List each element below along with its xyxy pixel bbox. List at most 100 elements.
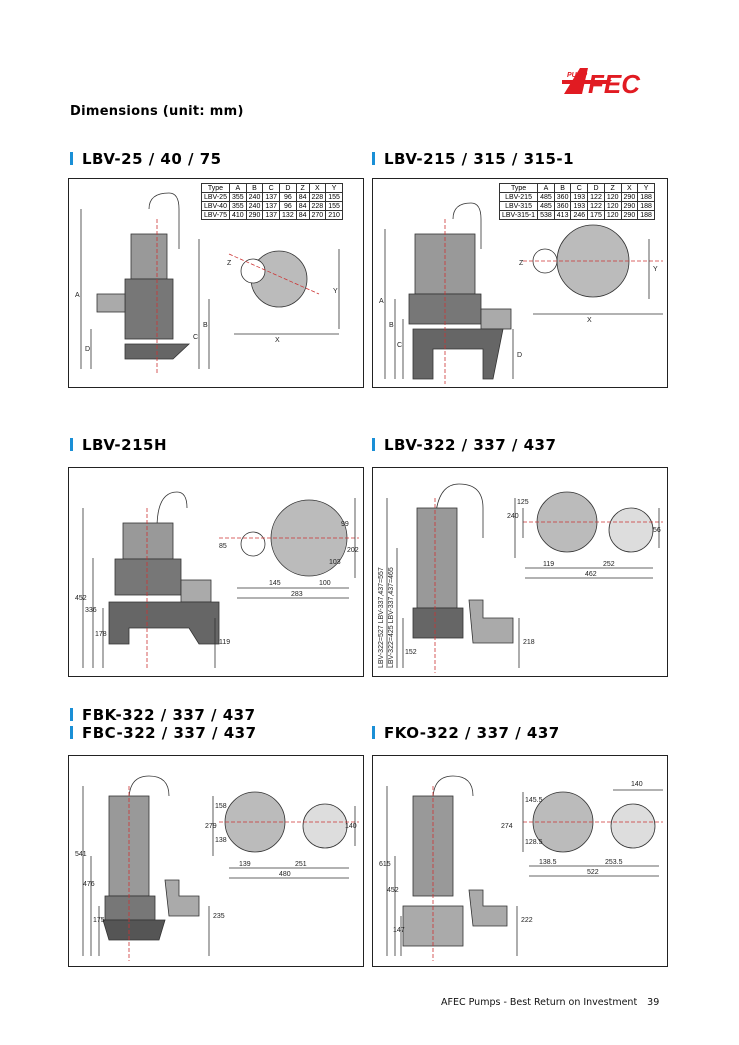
label-274: 274 (501, 823, 513, 830)
cell: 122 (587, 201, 605, 211)
label-z: Z (227, 260, 232, 267)
pump-drawing-fbk-fbc: 541 476 175 235 279 158 138 139 251 480 … (75, 775, 359, 961)
label-56: 56 (653, 527, 661, 534)
label-z: Z (519, 260, 524, 267)
label-139: 139 (239, 861, 251, 868)
col-a: A (537, 183, 555, 193)
cell: 175 (587, 210, 605, 220)
page-number: 39 (647, 997, 660, 1008)
cell: 290 (620, 192, 639, 202)
col-c: C (262, 183, 281, 193)
cell: 290 (620, 201, 639, 211)
cell: 410 (228, 210, 247, 220)
label-202: 202 (347, 547, 359, 554)
col-type: Type (498, 183, 539, 193)
section-title-text: LBV-25 / 40 / 75 (82, 150, 222, 168)
label-b: B (389, 322, 394, 329)
cell: 137 (262, 201, 281, 211)
col-a: A (228, 183, 247, 193)
title-bar (70, 708, 73, 721)
cell: LBV-215 (498, 192, 539, 202)
cell: 240 (245, 201, 264, 211)
cell: 188 (637, 210, 655, 220)
svg-text:PUMP: PUMP (567, 72, 588, 79)
cell: 155 (325, 201, 343, 211)
cell: 485 (537, 201, 555, 211)
cell: 120 (603, 192, 622, 202)
cell: 188 (637, 201, 655, 211)
cell: 485 (537, 192, 555, 202)
section-title-text: FBK-322 / 337 / 437 (82, 706, 256, 724)
cell: 96 (279, 201, 297, 211)
label-lbv-height-total: LBV-322=527 LBV-337,437=557 (378, 567, 385, 668)
pump-drawing-lbv-215: A B C D Z X Y (379, 202, 663, 384)
label-152: 152 (405, 649, 417, 656)
cell: 188 (637, 192, 655, 202)
label-252: 252 (603, 561, 615, 568)
section-title-lbv-215: LBV-215 / 315 / 315-1 (372, 150, 574, 168)
cell: 84 (295, 192, 310, 202)
cell: 290 (245, 210, 264, 220)
drawing-panel-fko: 615 452 147 222 274 145.5 128.5 138.5 25… (372, 755, 668, 967)
section-title-lbv-322: LBV-322 / 337 / 437 (372, 436, 556, 454)
label-138-5: 138.5 (539, 859, 557, 866)
label-336: 336 (85, 607, 97, 614)
label-138: 138 (215, 837, 227, 844)
cell: 538 (537, 210, 555, 220)
label-541: 541 (75, 851, 87, 858)
title-bar (70, 438, 73, 451)
label-158: 158 (215, 803, 227, 810)
label-235: 235 (213, 913, 225, 920)
label-119: 119 (543, 561, 554, 568)
col-y: Y (325, 183, 343, 193)
title-bar (70, 152, 73, 165)
label-147: 147 (393, 927, 405, 934)
label-240: 240 (507, 513, 519, 520)
cell: 240 (245, 192, 264, 202)
label-175: 175 (93, 917, 105, 924)
label-128-5: 128.5 (525, 839, 543, 846)
cell: 246 (570, 210, 589, 220)
afec-logo: PUMP FEC (562, 68, 641, 96)
cell: 360 (553, 192, 572, 202)
label-x: X (587, 317, 592, 324)
label-a: A (379, 298, 384, 305)
label-c: C (397, 342, 402, 349)
cell: LBV-40 (201, 201, 230, 211)
label-615: 615 (379, 861, 391, 868)
label-452: 452 (387, 887, 399, 894)
cell: LBV-75 (201, 210, 230, 220)
label-85: 85 (219, 543, 227, 550)
section-title-text: LBV-322 / 337 / 437 (384, 436, 557, 454)
drawing-panel-lbv-215h: 452 336 178 119 85 145 100 283 99 103 20… (68, 467, 364, 677)
title-bar (372, 438, 375, 451)
cell: 84 (295, 201, 310, 211)
cell: 210 (325, 210, 343, 220)
col-b: B (245, 183, 264, 193)
cell: 228 (308, 201, 327, 211)
label-279: 279 (205, 823, 217, 830)
label-452: 452 (75, 595, 87, 602)
page-heading: Dimensions (unit: mm) (70, 104, 244, 119)
label-d: D (85, 346, 90, 353)
section-title-text: FKO-322 / 337 / 437 (384, 724, 560, 742)
cell: LBV-25 (201, 192, 230, 202)
section-title-lbv-215h: LBV-215H (70, 436, 167, 454)
col-type: Type (201, 183, 230, 193)
drawing-panel-fbk-fbc: 541 476 175 235 279 158 138 139 251 480 … (68, 755, 364, 967)
label-103: 103 (329, 559, 341, 566)
pump-drawing-lbv-215h: 452 336 178 119 85 145 100 283 99 103 20… (75, 491, 359, 668)
section-title-text: FBC-322 / 337 / 437 (82, 724, 257, 742)
label-b: B (203, 322, 208, 329)
label-251: 251 (295, 861, 307, 868)
col-z: Z (295, 183, 310, 193)
label-522: 522 (587, 869, 599, 876)
cell: 84 (295, 210, 310, 220)
